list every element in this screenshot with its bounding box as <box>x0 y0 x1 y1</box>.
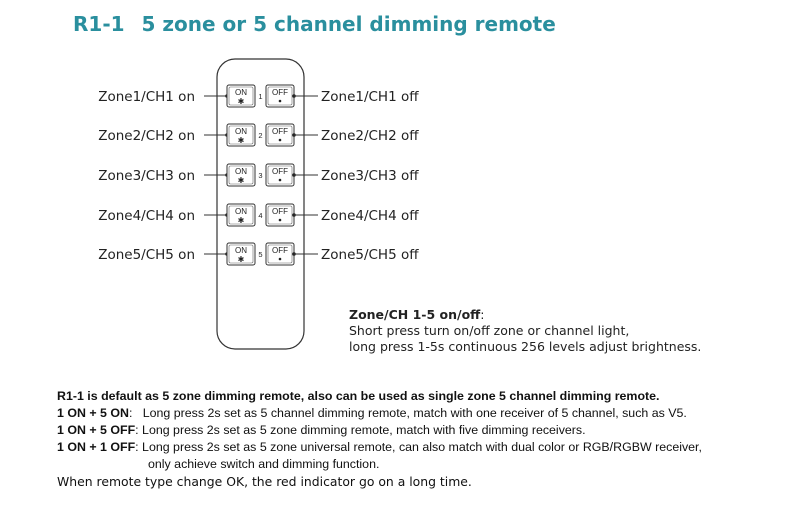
zone-desc-head: Zone/CH 1-5 on/off <box>349 307 481 322</box>
zone-desc-colon: : <box>480 307 485 322</box>
dim-icon <box>278 178 282 182</box>
on-button-label: ON <box>235 207 247 216</box>
note-item-3: 1 ON + 1 OFF: Long press 2s set as 5 zon… <box>57 439 777 456</box>
off-button-inner <box>267 244 293 264</box>
note-text: Long press 2s set as 5 channel dimming r… <box>142 406 687 420</box>
note-sep: : <box>128 406 143 420</box>
on-button-5[interactable]: ON✱ <box>226 242 256 266</box>
on-button-inner <box>228 165 254 185</box>
label-on-5: Zone5/CH5 on <box>98 247 195 263</box>
note-item-2: 1 ON + 5 OFF: Long press 2s set as 5 zon… <box>57 422 777 439</box>
label-off-5: Zone5/CH5 off <box>321 247 419 263</box>
note-continuation: only achieve switch and dimming function… <box>148 457 380 471</box>
zone-description: Zone/CH 1-5 on/off: Short press turn on/… <box>349 307 701 355</box>
label-on-4: Zone4/CH4 on <box>98 208 195 224</box>
off-button-inner <box>267 205 293 225</box>
note-sep: : <box>135 440 143 454</box>
notes-footer: When remote type change OK, the red indi… <box>57 474 472 489</box>
dim-icon <box>278 257 282 261</box>
label-off-4: Zone4/CH4 off <box>321 208 419 224</box>
note-item-1: 1 ON + 5 ON: Long press 2s set as 5 chan… <box>57 405 777 422</box>
zone-number: 5 <box>258 250 262 259</box>
zone-number: 2 <box>258 131 262 140</box>
on-button-inner <box>228 205 254 225</box>
note-key: 1 ON + 5 OFF <box>57 423 136 437</box>
on-button-label: ON <box>235 127 247 136</box>
label-on-2: Zone2/CH2 on <box>98 128 195 144</box>
off-button-label: OFF <box>272 167 288 176</box>
brightness-icon: ✱ <box>238 136 245 145</box>
dim-icon <box>278 99 282 103</box>
off-button-3[interactable]: OFF <box>265 163 295 187</box>
zone-number: 1 <box>258 92 262 101</box>
note-sep: : <box>135 423 143 437</box>
off-button-inner <box>267 86 293 106</box>
brightness-icon: ✱ <box>238 216 245 225</box>
on-button-outline <box>226 84 256 108</box>
page-title: R1-1 5 zone or 5 channel dimming remote <box>73 12 556 36</box>
label-off-3: Zone3/CH3 off <box>321 168 419 184</box>
on-button-2[interactable]: ON✱ <box>226 123 256 147</box>
label-off-2: Zone2/CH2 off <box>321 128 419 144</box>
off-button-label: OFF <box>272 246 288 255</box>
on-button-inner <box>228 86 254 106</box>
off-button-label: OFF <box>272 88 288 97</box>
on-button-label: ON <box>235 167 247 176</box>
dim-icon <box>278 138 282 142</box>
on-button-4[interactable]: ON✱ <box>226 203 256 227</box>
dim-icon <box>278 218 282 222</box>
note-text: Long press 2s set as 5 zone universal re… <box>142 440 702 454</box>
off-button-5[interactable]: OFF <box>265 242 295 266</box>
off-button-inner <box>267 165 293 185</box>
on-button-inner <box>228 244 254 264</box>
zone-number: 3 <box>258 171 262 180</box>
off-button-inner <box>267 125 293 145</box>
zone-desc-line2: long press 1-5s continuous 256 levels ad… <box>349 339 702 354</box>
on-button-3[interactable]: ON✱ <box>226 163 256 187</box>
on-button-label: ON <box>235 246 247 255</box>
on-button-label: ON <box>235 88 247 97</box>
note-key: 1 ON + 5 ON <box>57 406 129 420</box>
off-button-1[interactable]: OFF <box>265 84 295 108</box>
on-button-outline <box>226 242 256 266</box>
note-key: 1 ON + 1 OFF <box>57 440 136 454</box>
brightness-icon: ✱ <box>238 255 245 264</box>
zone-number: 4 <box>258 211 262 220</box>
on-button-outline <box>226 123 256 147</box>
note-text: Long press 2s set as 5 zone dimming remo… <box>142 423 586 437</box>
label-off-1: Zone1/CH1 off <box>321 89 419 105</box>
off-button-2[interactable]: OFF <box>265 123 295 147</box>
off-button-4[interactable]: OFF <box>265 203 295 227</box>
on-button-outline <box>226 203 256 227</box>
notes-head: R1-1 is default as 5 zone dimming remote… <box>57 389 660 403</box>
on-button-inner <box>228 125 254 145</box>
label-on-1: Zone1/CH1 on <box>98 89 195 105</box>
on-button-outline <box>226 163 256 187</box>
off-button-label: OFF <box>272 127 288 136</box>
label-on-3: Zone3/CH3 on <box>98 168 195 184</box>
usage-notes: R1-1 is default as 5 zone dimming remote… <box>57 388 777 490</box>
zone-desc-line1: Short press turn on/off zone or channel … <box>349 323 630 338</box>
title-text: 5 zone or 5 channel dimming remote <box>141 12 556 36</box>
on-button-1[interactable]: ON✱ <box>226 84 256 108</box>
brightness-icon: ✱ <box>238 97 245 106</box>
off-button-label: OFF <box>272 207 288 216</box>
brightness-icon: ✱ <box>238 176 245 185</box>
model-name: R1-1 <box>73 12 125 36</box>
